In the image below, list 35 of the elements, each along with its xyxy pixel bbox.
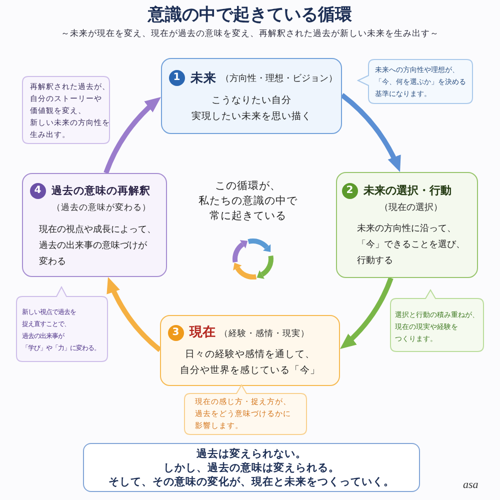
arrow [340,93,402,174]
stage-subtitle: （方向性・理想・ビジョン） [220,72,338,86]
stage-box [336,172,478,278]
subtitle: ～未来が現在を変え、現在が過去の意味を変え、再解釈された過去が新しい未来を生み出す～ [60,28,440,40]
number-badge: 1 [168,70,185,86]
stage-heading: 未来の選択・行動 [364,182,452,199]
stage-description: こうなりたい自分実現したい未来を思い描く [190,94,312,124]
arrow [104,95,163,174]
signature: asa [463,479,478,491]
number-badge: 3 [168,324,184,341]
callout-box [184,384,307,435]
stage-subtitle: （経験・感情・現実） [220,328,310,341]
summary-text: 過去は変えられない。しかし、過去の意味は変えられる。そして、その意味の変化が、現在と未来をつくっていく。 [108,446,394,488]
title: 意識の中で起きている循環 [146,4,353,26]
arrow [106,276,162,352]
stage-heading: 未来 [190,70,217,86]
stage-subtitle: （過去の意味が変わる） [51,202,152,215]
cycle-caption: この循環が、私たちの意識の中で常に起きている [198,179,298,224]
stage-box [22,173,167,277]
summary-box [83,443,420,492]
stage-description: 現在の視点や成長によって、過去の出来事の意味づけが変わる [39,224,157,269]
number-badge: 2 [342,182,358,199]
stage-subtitle: （現在の選択） [378,202,444,215]
callout-box [357,59,473,104]
stage-box [160,315,340,386]
stage-description: 未来の方向性に沿って、「今」できることを選び、行動する [357,222,466,268]
stage-box [161,58,342,134]
stage-heading: 過去の意味の再解釈 [52,184,151,199]
arrow [338,277,394,351]
number-badge: 4 [30,182,46,199]
stage-description: 日々の経験や感情を通して、自分や世界を感じている「今」 [179,348,321,378]
stage-heading: 現在 [190,324,216,341]
callout-box [390,289,484,352]
callout-box [16,286,108,362]
callout-box [22,76,110,144]
